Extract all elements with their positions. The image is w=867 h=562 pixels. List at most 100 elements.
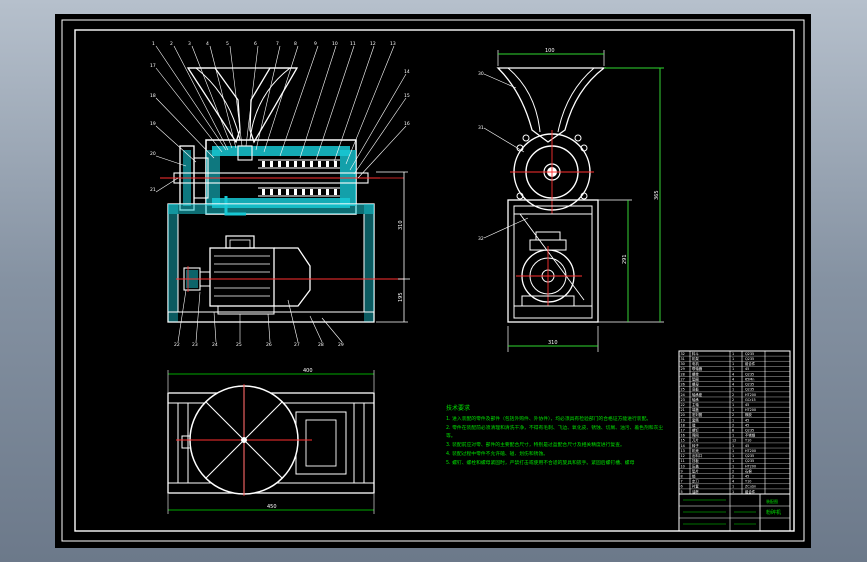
tech-req-title: 技术要求 [446, 404, 470, 412]
parts-cell: Q235 [745, 459, 754, 463]
parts-cell: 1 [732, 485, 734, 489]
parts-cell: T10 [744, 439, 751, 443]
parts-cell: 2 [732, 474, 734, 478]
balloon-2: 2 [170, 41, 173, 47]
balloon-16: 16 [404, 121, 410, 127]
tech-req-line-6: 5. 螺钉、螺栓和螺母紧固时，严禁打击或使用不合适的旋具和扳手。紧固后螺钉槽、螺… [446, 459, 635, 466]
parts-cell: 4 [732, 383, 734, 387]
parts-cell: 1 [732, 464, 734, 468]
parts-cell: Q235 [745, 372, 754, 376]
tech-req-line-5: 4. 装配过程中零件不允许磕、碰、划伤和锈蚀。 [446, 450, 548, 457]
parts-cell: ZCuSn [745, 485, 756, 489]
parts-cell: 油杯 [692, 489, 699, 494]
parts-cell: 10 [681, 464, 685, 468]
parts-cell: 轴承 [692, 397, 699, 402]
parts-cell: 端盖 [692, 407, 699, 412]
parts-cell: 1 [732, 408, 734, 412]
outer-border [61, 19, 805, 542]
title-block-sheet: 装配图 [766, 498, 778, 504]
parts-cell: 垫片 [692, 468, 699, 473]
top-view: 400 450 [167, 368, 375, 514]
balloon-31: 31 [478, 125, 484, 131]
side-dim-lower: 291 [622, 254, 628, 264]
parts-cell: 联轴器 [692, 366, 703, 371]
parts-cell: 2 [732, 393, 734, 397]
parts-cell: Q235 [745, 454, 754, 458]
balloon-3: 3 [188, 41, 191, 47]
balloon-32: 32 [478, 236, 484, 242]
parts-cell: 20 [681, 413, 685, 417]
parts-cell: 4 [732, 372, 734, 376]
balloon-15: 15 [404, 93, 410, 99]
parts-cell: 筛网 [692, 433, 699, 438]
parts-cell: 45 [745, 418, 749, 422]
parts-cell: 组合件 [745, 489, 756, 494]
parts-cell: 1 [732, 388, 734, 392]
parts-cell: HT200 [745, 449, 756, 453]
balloon-13: 13 [390, 41, 396, 47]
parts-cell: 12 [681, 454, 685, 458]
parts-cell: 1 [732, 362, 734, 366]
parts-cell: 45 [745, 403, 749, 407]
parts-cell: 9 [681, 469, 683, 473]
balloon-4: 4 [206, 41, 209, 47]
parts-cell: 1 [732, 367, 734, 371]
balloon-26: 26 [266, 342, 272, 348]
top-dim-width: 450 [267, 504, 277, 510]
parts-cell: HT200 [745, 464, 756, 468]
parts-cell: 底板 [692, 387, 699, 392]
technical-requirements: 技术要求 1. 进入装配的零件及部件（包括外购件、外协件），均必须具有检验部门的… [446, 404, 663, 466]
parts-cell: 28 [681, 372, 685, 376]
parts-cell: 挡板 [692, 458, 699, 463]
front-section-view: 310 195 [150, 41, 410, 348]
parts-cell: 16 [681, 434, 685, 438]
parts-cell: 1 [732, 418, 734, 422]
parts-cell: 出料口 [692, 453, 702, 458]
parts-cell: 轴承座 [692, 392, 703, 397]
parts-cell: 2 [732, 413, 734, 417]
parts-cell: 45 [745, 474, 749, 478]
balloon-19: 19 [150, 121, 156, 127]
parts-cell: Q235 [745, 383, 754, 387]
parts-cell: 22 [681, 403, 685, 407]
parts-cell: 18 [681, 423, 685, 427]
parts-cell: 8 [732, 429, 734, 433]
parts-cell: 螺栓 [692, 371, 699, 376]
parts-cell: 转子 [692, 443, 699, 448]
parts-cell: 26 [681, 383, 685, 387]
side-dim-top: 100 [545, 48, 555, 54]
parts-cell: 机壳 [692, 448, 699, 453]
side-dim-height: 365 [654, 190, 660, 200]
balloon-28: 28 [318, 342, 324, 348]
drawing-background [55, 14, 811, 548]
balloon-1: 1 [152, 41, 155, 47]
inner-frame [74, 29, 795, 532]
parts-cell: 7 [681, 480, 683, 484]
parts-cell: 定刀 [692, 479, 699, 484]
balloon-21: 21 [150, 187, 156, 193]
parts-cell: Q235 [745, 429, 754, 433]
side-dim-base: 310 [548, 340, 558, 346]
parts-cell: 25 [681, 388, 685, 392]
parts-cell: HT200 [745, 393, 756, 397]
parts-cell: 30 [681, 362, 685, 366]
parts-cell: 14 [681, 444, 685, 448]
parts-cell: 29 [681, 367, 685, 371]
parts-cell: 19 [681, 418, 685, 422]
title-block-name: 粉碎机 [766, 509, 781, 516]
parts-cell: 17 [681, 429, 685, 433]
parts-cell: 1 [732, 490, 734, 494]
tech-req-line-3: 等。 [446, 432, 456, 439]
parts-cell: 13 [681, 449, 685, 453]
tech-req-line-2: 2. 零件在装配前必须清理和清洗干净，不得有毛刺、飞边、氧化皮、锈蚀、切屑、油污… [446, 424, 663, 431]
balloon-6: 6 [254, 41, 257, 47]
parts-cell: 11 [681, 459, 685, 463]
parts-cell: Q235 [745, 357, 754, 361]
balloon-25: 25 [236, 342, 242, 348]
parts-cell: 螺母 [692, 382, 699, 387]
parts-cell: 4 [732, 377, 734, 381]
parts-cell: 垫圈 [692, 376, 699, 381]
parts-cell: 6 [681, 485, 683, 489]
parts-cell: 21 [681, 408, 685, 412]
